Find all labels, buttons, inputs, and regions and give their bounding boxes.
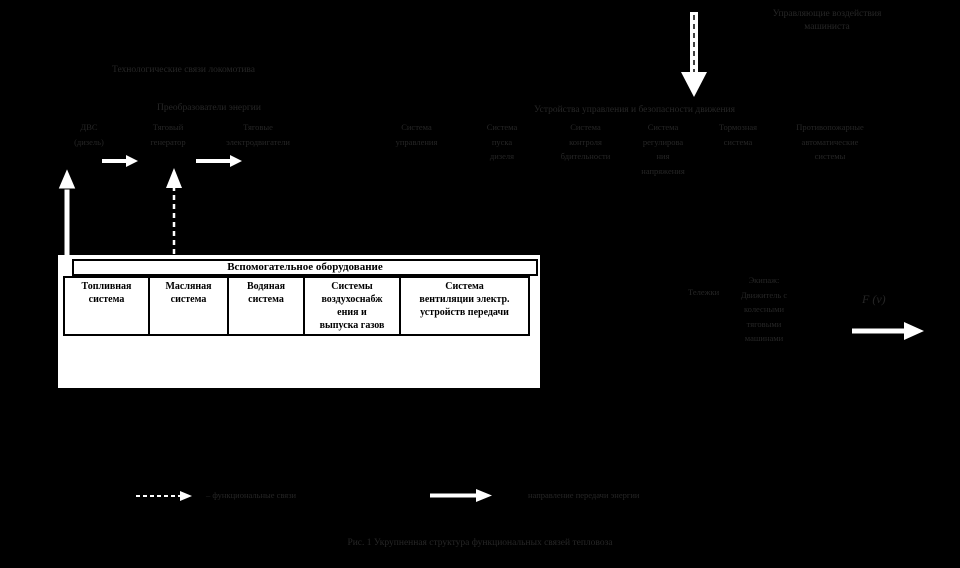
aux-table-cell-air-exhaust: Системы воздухоснабж ения и выпуска газо…	[303, 276, 401, 336]
force-label: F (v)	[862, 292, 886, 306]
aux-table-empty-area	[58, 336, 540, 388]
aux-table-cell-fuel: Топливная система	[63, 276, 150, 336]
control-item-puska: Система пуска дизеля	[486, 122, 518, 161]
legend-dashed-arrow-icon	[136, 491, 192, 501]
aux-table-title: Вспомогательное оборудование	[72, 259, 538, 276]
control-item-upravleniya: Система управления	[395, 122, 438, 147]
arrow-right-icon-2	[196, 155, 242, 167]
right-arrow-icon	[852, 322, 924, 340]
bogie-label: Тележки	[688, 287, 720, 297]
control-item-regulirovaniya: Система регулирова ния напряжения	[641, 122, 685, 176]
aux-table-cell-ventilation: Система вентиляции электр. устройств пер…	[399, 276, 530, 336]
running-gear-block: Экипаж: Движитель с колесными тяговыми м…	[740, 275, 788, 343]
tech-links-label: Технологические связи локомотива	[112, 65, 256, 75]
control-item-protivopozharnye: Противопожарные автоматические системы	[796, 122, 864, 161]
aux-table-cell-water: Водяная система	[227, 276, 305, 336]
legend-solid-arrow-icon	[430, 489, 492, 502]
down-arrow-icon	[681, 12, 707, 97]
aux-table-row: Топливная система Масляная система Водян…	[63, 276, 538, 336]
energy-heading: Преобразователи энергии	[157, 103, 261, 113]
arrow-right-icon-1	[102, 155, 138, 167]
driver-actions-label: Управляющие воздействия машиниста	[772, 9, 882, 32]
up-dashed-arrow-icon	[166, 168, 182, 286]
control-heading: Устройства управления и безопасности дви…	[534, 105, 735, 115]
energy-item-generator: Тяговый генератор	[150, 122, 186, 147]
legend-solid-label: направление передачи энергии	[528, 490, 640, 500]
energy-item-motors: Тяговые электродвигатели	[226, 122, 290, 147]
figure-caption: Рис. 1 Укрупненная структура функциональ…	[347, 538, 613, 548]
energy-item-dvs: ДВС (дизель)	[74, 122, 104, 147]
aux-table-cell-oil: Масляная система	[148, 276, 229, 336]
legend-dashed-label: – функциональные связи	[206, 490, 297, 500]
control-item-kontrolya: Система контроля бдительности	[560, 122, 611, 161]
control-item-tormoznaya: Тормозная система	[718, 122, 758, 147]
